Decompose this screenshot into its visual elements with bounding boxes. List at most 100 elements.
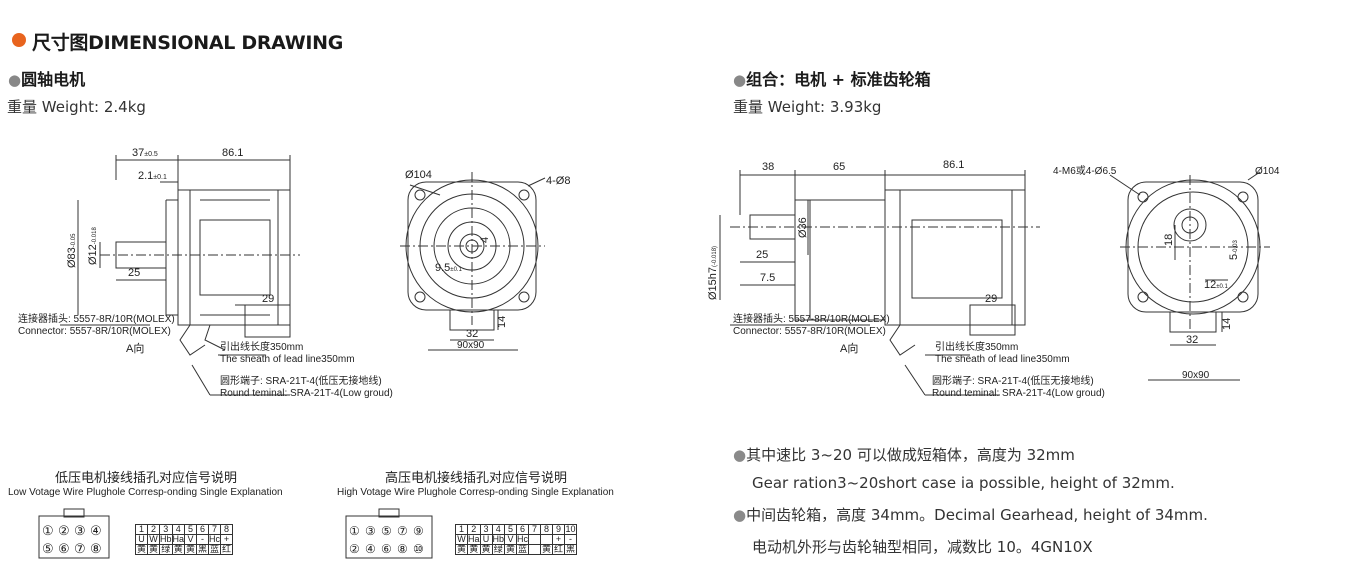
dim-36: Ø36 bbox=[797, 217, 809, 238]
bullet-icon: ● bbox=[733, 71, 747, 89]
pin-table-cell: Hc bbox=[516, 534, 530, 545]
plug-pin: ① bbox=[42, 523, 54, 538]
pin-table-cell: Hb bbox=[491, 534, 506, 545]
plug-pin: ③ bbox=[365, 524, 376, 538]
dim-15: Ø15h7(-0.018) bbox=[707, 246, 719, 300]
pin-table-cell: 红 bbox=[552, 544, 566, 555]
dim-32: 32 bbox=[466, 328, 478, 340]
dim-14: 14 bbox=[1221, 318, 1233, 330]
pin-table-cell: 9 bbox=[552, 524, 566, 535]
bullet-icon: ● bbox=[733, 506, 747, 524]
left-dimensional-drawing: 37±0.5 86.1 2.1±0.1 25 29 Ø83-0.05 Ø12-0… bbox=[18, 147, 570, 399]
dim-38: 38 bbox=[762, 161, 774, 173]
pin-table-cell: 黄 bbox=[135, 544, 148, 555]
plug-pin: ⑦ bbox=[397, 524, 408, 538]
pin-table-cell: 5 bbox=[184, 524, 198, 535]
connector-en: Connector: 5557-8R/10R(MOLEX) bbox=[18, 326, 171, 337]
pin-table-cell: 5 bbox=[504, 524, 518, 535]
plug-pin: ② bbox=[349, 542, 360, 556]
dim-25: 25 bbox=[756, 249, 768, 261]
pin-table-cell: 绿 bbox=[491, 544, 506, 555]
note-1: ●其中速比 3~20 可以做成短箱体，高度为 32mm bbox=[733, 446, 1075, 464]
pin-table-cell bbox=[528, 544, 542, 555]
pin-table-cell: 红 bbox=[220, 544, 234, 555]
plug-pin: ⑤ bbox=[42, 541, 54, 556]
dim-7-5: 7.5 bbox=[760, 272, 775, 284]
plug-pin: ④ bbox=[365, 542, 376, 556]
pin-table-cell: 黄 bbox=[184, 544, 198, 555]
pin-table-cell: 黄 bbox=[147, 544, 160, 555]
pin-table-cell: 黄 bbox=[479, 544, 493, 555]
pin-table-cell: - bbox=[196, 534, 210, 545]
terminal-en: Round teminal: SRA-21T-4(Low groud) bbox=[932, 388, 1105, 399]
connector-cn: 连接器插头: 5557-8R/10R(MOLEX) bbox=[733, 312, 890, 325]
dim-90x90: 90x90 bbox=[1182, 370, 1210, 381]
dim-m6: 4-M6或4-Ø6.5 bbox=[1053, 165, 1117, 177]
pin-table-cell: W bbox=[455, 534, 468, 545]
pin-table-row: 黄黄绿黄黄黑蓝红 bbox=[135, 544, 234, 555]
low-voltage-caption-en: Low Votage Wire Plughole Corresp-onding … bbox=[8, 487, 283, 498]
right-dimensional-drawing: 38 65 86.1 Ø36 25 7.5 Ø15h7(-0.018) 29 连… bbox=[707, 159, 1280, 399]
pin-table-cell: 10 bbox=[564, 524, 578, 535]
plug-pin: ⑩ bbox=[413, 542, 424, 556]
lead-cn: 引出线长度350mm bbox=[220, 340, 303, 353]
dim-4-8: 4-Ø8 bbox=[546, 175, 570, 187]
pin-table-cell: W bbox=[147, 534, 160, 545]
plug-pin: ⑦ bbox=[74, 541, 86, 556]
lead-en: The sheath of lead line350mm bbox=[935, 354, 1070, 365]
pin-table-cell: 黄 bbox=[467, 544, 481, 555]
pin-table-cell: 4 bbox=[491, 524, 506, 535]
pin-table-cell: 黑 bbox=[196, 544, 210, 555]
pin-table-cell: 8 bbox=[540, 524, 554, 535]
plug-pin: ⑧ bbox=[90, 541, 102, 556]
pin-table-cell: 黄 bbox=[540, 544, 554, 555]
dim-104: Ø104 bbox=[1255, 166, 1280, 177]
left-weight: 重量 Weight: 2.4kg bbox=[7, 98, 146, 116]
header-bullet-icon bbox=[12, 33, 26, 47]
pin-table-cell: 蓝 bbox=[208, 544, 222, 555]
high-voltage-caption-en: High Votage Wire Plughole Corresp-onding… bbox=[337, 487, 614, 498]
pin-table-cell: V bbox=[504, 534, 518, 545]
low-voltage-caption-cn: 低压电机接线插孔对应信号说明 bbox=[55, 471, 238, 486]
terminal-cn: 圆形端子: SRA-21T-4(低压无接地线) bbox=[220, 374, 382, 387]
right-weight: 重量 Weight: 3.93kg bbox=[733, 98, 882, 116]
dim-25: 25 bbox=[128, 267, 140, 279]
pin-table-cell: 1 bbox=[455, 524, 468, 535]
pin-table-row: 黄黄黄绿黄蓝黄红黑 bbox=[455, 544, 578, 555]
dim-37: 37±0.5 bbox=[132, 147, 158, 159]
dim-90x90: 90x90 bbox=[457, 340, 485, 351]
pin-table-cell: 3 bbox=[479, 524, 493, 535]
note-1-en: Gear ration3~20short case ia possible, h… bbox=[752, 474, 1175, 492]
lead-en: The sheath of lead line350mm bbox=[220, 354, 355, 365]
pin-table-cell: 6 bbox=[516, 524, 530, 535]
dim-9-5: 9.5±0.1 bbox=[435, 262, 463, 274]
pin-table-cell: 1 bbox=[135, 524, 148, 535]
plug-pin: ④ bbox=[90, 523, 102, 538]
left-section-title: ●圆轴电机 bbox=[8, 70, 86, 89]
pin-table-cell: V bbox=[184, 534, 198, 545]
pin-table-cell: 蓝 bbox=[516, 544, 530, 555]
dim-104: Ø104 bbox=[405, 169, 432, 181]
terminal-cn: 圆形端子: SRA-21T-4(低压无接地线) bbox=[932, 374, 1094, 387]
pin-table-cell: 黄 bbox=[504, 544, 518, 555]
pin-table-cell: 绿 bbox=[159, 544, 173, 555]
note-2: ●中间齿轮箱，高度 34mm。Decimal Gearhead, height … bbox=[733, 506, 1208, 524]
plug-pin: ③ bbox=[74, 523, 86, 538]
pin-table-cell: 8 bbox=[220, 524, 234, 535]
plug-pin: ① bbox=[349, 524, 360, 538]
dim-18: 18 bbox=[1163, 234, 1175, 246]
dim-65: 65 bbox=[833, 161, 845, 173]
pin-table-cell: + bbox=[220, 534, 234, 545]
pin-table-cell: U bbox=[135, 534, 148, 545]
dim-29: 29 bbox=[985, 293, 997, 305]
pin-table-cell: Hb bbox=[159, 534, 173, 545]
pin-table-cell: Ha bbox=[467, 534, 481, 545]
pin-table-cell: 3 bbox=[159, 524, 173, 535]
dim-29: 29 bbox=[262, 293, 274, 305]
pin-table-cell bbox=[528, 534, 542, 545]
